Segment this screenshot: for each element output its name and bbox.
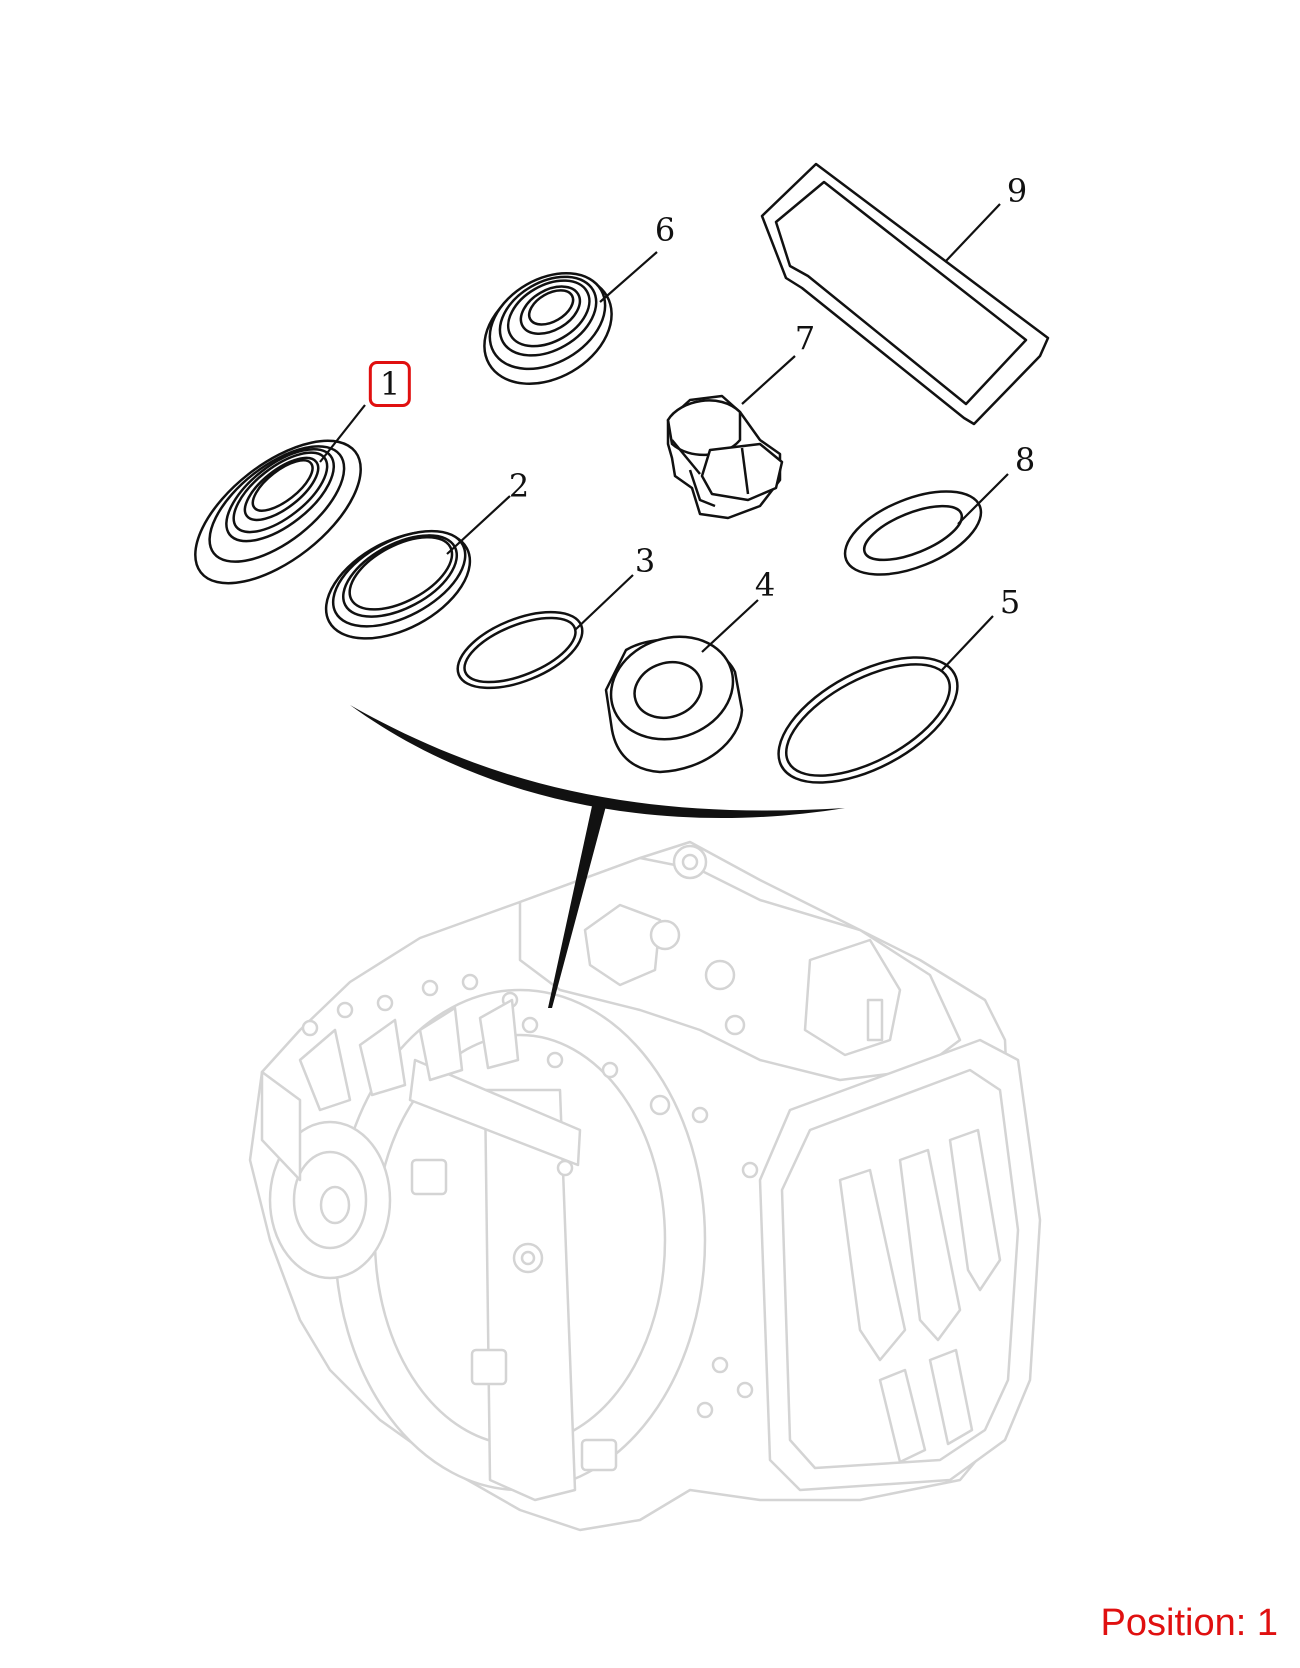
oil-seal-icon[interactable] — [308, 510, 487, 661]
drain-plug-icon[interactable] — [666, 394, 784, 520]
callout-8[interactable]: 8 — [1014, 441, 1036, 479]
bearing-icon[interactable] — [464, 253, 631, 406]
leader-wedge — [350, 705, 845, 1008]
callout-2[interactable]: 2 — [508, 467, 530, 505]
callout-4[interactable]: 4 — [754, 566, 776, 604]
callout-7[interactable]: 7 — [794, 319, 816, 357]
callout-3[interactable]: 3 — [634, 542, 656, 580]
callout-6[interactable]: 6 — [654, 211, 676, 249]
o-ring-icon[interactable] — [447, 597, 593, 704]
callout-5[interactable]: 5 — [999, 583, 1021, 621]
seal-ring-icon[interactable] — [171, 414, 385, 610]
washer-icon[interactable] — [834, 475, 993, 592]
leader-lines — [319, 203, 1009, 671]
callout-1[interactable]: 1 — [368, 361, 412, 407]
gasket-icon[interactable] — [760, 162, 1050, 426]
position-label: Position: 1 — [1100, 1602, 1278, 1644]
transmission-housing-icon — [248, 840, 1042, 1532]
bushing-icon[interactable] — [598, 621, 747, 774]
callout-9[interactable]: 9 — [1006, 172, 1028, 210]
o-ring-large-icon[interactable] — [759, 632, 977, 809]
